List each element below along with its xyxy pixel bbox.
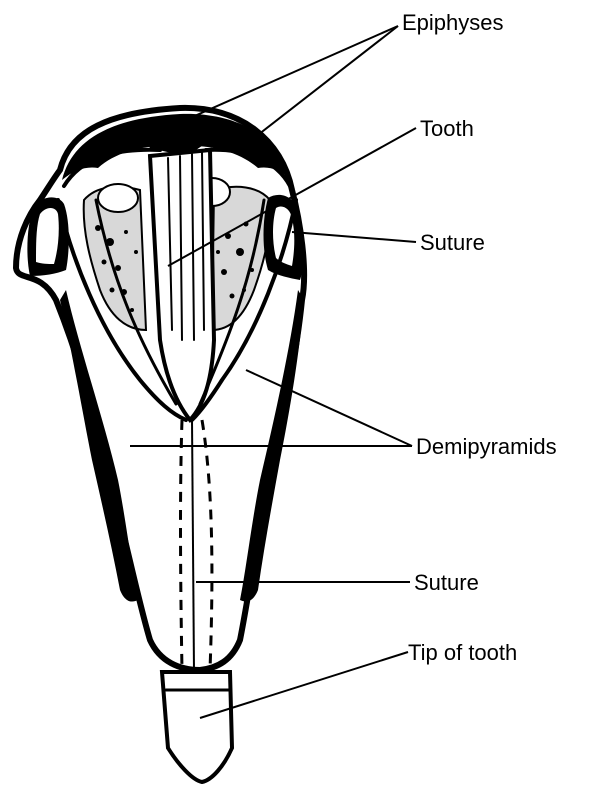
jaw-illustration	[16, 108, 304, 782]
left-ear-highlight	[36, 208, 59, 264]
label-suture-upper: Suture	[420, 230, 485, 255]
label-tooth: Tooth	[420, 116, 474, 141]
label-demipyramids: Demipyramids	[416, 434, 557, 459]
epiphyses-leader-2	[236, 26, 398, 152]
label-epiphyses: Epiphyses	[402, 10, 504, 35]
label-tip-of-tooth: Tip of tooth	[408, 640, 517, 665]
suture-upper-leader	[292, 232, 416, 242]
left-foramen	[98, 184, 138, 212]
left-lower-ridge	[60, 290, 138, 602]
label-suture-lower: Suture	[414, 570, 479, 595]
labels: Epiphyses Tooth Suture Demipyramids Sutu…	[402, 10, 557, 665]
epiphyses-leader-1	[172, 26, 398, 126]
center-suture-line	[192, 420, 194, 672]
tooth-dashed-left	[181, 420, 183, 670]
tooth-dashed-right	[202, 420, 212, 670]
